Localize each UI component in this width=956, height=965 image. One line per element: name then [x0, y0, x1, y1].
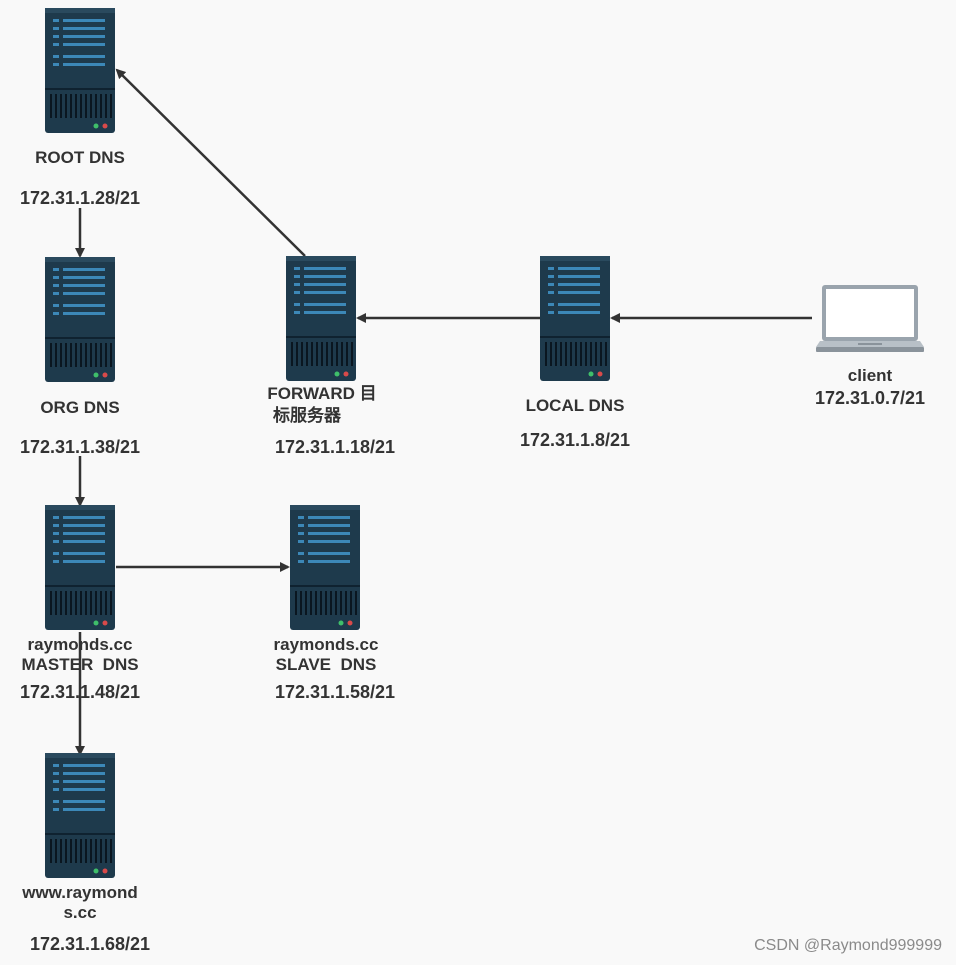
edge-forward-to-root	[115, 68, 306, 257]
www-name-line1: www.raymond	[22, 883, 138, 902]
master-dns-name-line2: MASTER DNS	[21, 655, 139, 674]
slave-dns-server-icon	[289, 504, 361, 631]
master-dns-server-icon	[44, 504, 116, 631]
slave-dns-name-line1: raymonds.cc	[273, 635, 379, 654]
master-dns-name-line1: raymonds.cc	[27, 635, 133, 654]
org-dns-ip: 172.31.1.38/21	[19, 437, 141, 457]
forward-server-icon	[285, 255, 357, 382]
org-dns-name: ORG DNS	[40, 398, 120, 417]
slave-dns-name-line2: SLAVE DNS	[275, 655, 377, 674]
org-dns-server-icon	[44, 256, 116, 383]
root-dns-ip: 172.31.1.28/21	[19, 188, 141, 208]
client-name: client	[847, 366, 893, 385]
www-name-line2: s.cc	[63, 903, 97, 922]
watermark: CSDN @Raymond999999	[754, 937, 942, 954]
slave-dns-ip: 172.31.1.58/21	[274, 682, 396, 702]
forward-name-line2: 标服务器	[273, 406, 341, 425]
master-dns-ip: 172.31.1.48/21	[19, 682, 141, 702]
client-ip: 172.31.0.7/21	[814, 388, 926, 408]
client-laptop-icon	[816, 285, 924, 352]
forward-name-line1: FORWARD 目	[267, 384, 377, 403]
root-dns-server-icon	[44, 7, 116, 134]
forward-ip: 172.31.1.18/21	[274, 437, 396, 457]
www-ip: 172.31.1.68/21	[29, 934, 151, 954]
www-server-icon	[44, 752, 116, 879]
local-dns-ip: 172.31.1.8/21	[519, 430, 631, 450]
local-dns-name: LOCAL DNS	[525, 396, 625, 415]
local-dns-server-icon	[539, 255, 611, 382]
root-dns-name: ROOT DNS	[35, 148, 125, 167]
